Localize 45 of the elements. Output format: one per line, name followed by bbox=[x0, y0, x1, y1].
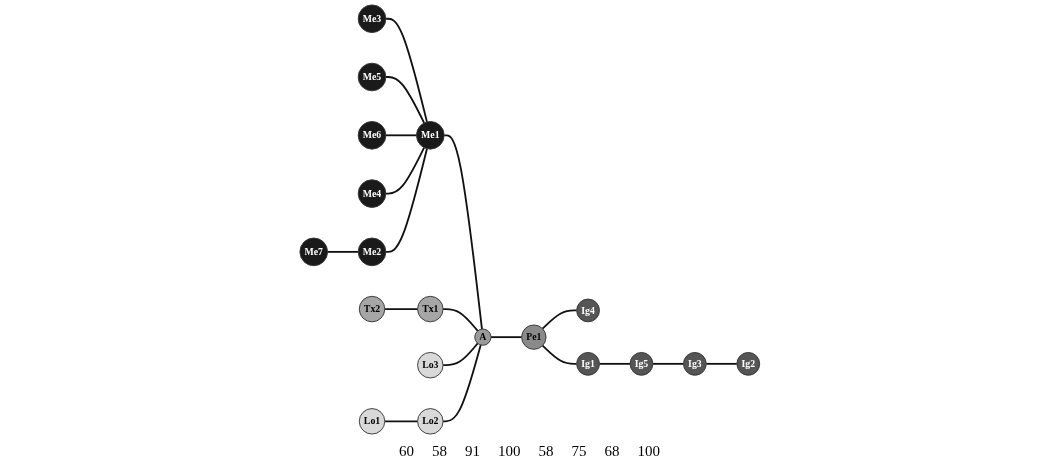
connector bbox=[384, 76, 425, 124]
node-circle: Tx1 bbox=[416, 295, 444, 323]
node-circle: Tx2 bbox=[358, 295, 385, 323]
connector bbox=[326, 250, 359, 253]
bootstrap-value: 68 bbox=[604, 443, 620, 460]
bootstrap-value: 100 bbox=[498, 443, 521, 460]
connector bbox=[651, 362, 685, 365]
node-circle: Ig2 bbox=[736, 352, 760, 376]
node-circle: Me6 bbox=[357, 121, 387, 150]
bootstrap-value: 91 bbox=[465, 443, 480, 460]
node-circle: Ig3 bbox=[682, 352, 707, 376]
node-circle: Me7 bbox=[299, 237, 328, 267]
node-circle: Me3 bbox=[357, 4, 387, 34]
bootstrap-value: 58 bbox=[432, 443, 447, 460]
node-circle: Ig5 bbox=[629, 352, 653, 376]
node-circle: Ig4 bbox=[575, 298, 600, 323]
connector bbox=[383, 308, 419, 310]
bootstrap-value: 58 bbox=[538, 443, 554, 460]
connector bbox=[384, 134, 418, 137]
connector bbox=[383, 420, 419, 423]
node-circle: Me4 bbox=[357, 179, 387, 208]
connector bbox=[541, 344, 578, 365]
connector bbox=[705, 362, 738, 365]
node-circle: Lo2 bbox=[416, 408, 444, 435]
node-circle: Lo3 bbox=[416, 352, 444, 379]
connector bbox=[441, 342, 479, 367]
node-circle: Me5 bbox=[357, 62, 387, 92]
connector bbox=[384, 147, 428, 253]
connector bbox=[441, 344, 482, 423]
connector bbox=[384, 146, 425, 195]
connector bbox=[598, 362, 631, 365]
bootstrap-value: 75 bbox=[571, 443, 587, 460]
node-circle: Me2 bbox=[357, 237, 387, 267]
node-circle: Lo1 bbox=[358, 408, 385, 435]
connector bbox=[489, 336, 523, 339]
node-circle: Me1 bbox=[415, 121, 445, 150]
connector bbox=[442, 134, 483, 330]
connector bbox=[441, 308, 479, 332]
bootstrap-value: 100 bbox=[637, 443, 660, 460]
node-circle: Pe1 bbox=[520, 324, 547, 350]
node-circle: A bbox=[474, 328, 492, 346]
node-circle: Ig1 bbox=[575, 352, 600, 376]
connector bbox=[384, 17, 428, 123]
bootstrap-value: 60 bbox=[399, 443, 414, 460]
connector bbox=[541, 309, 578, 330]
